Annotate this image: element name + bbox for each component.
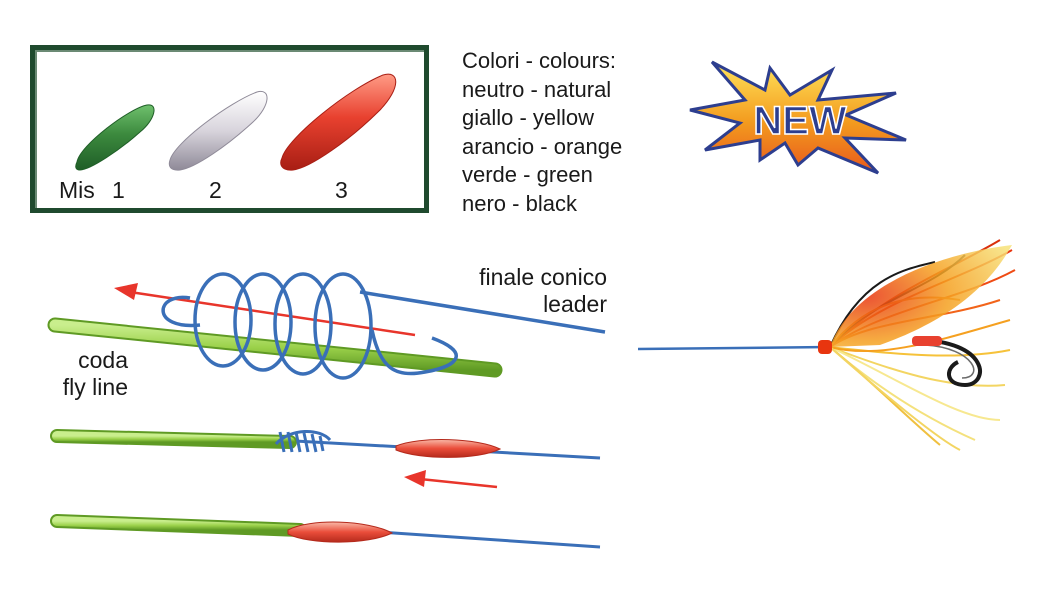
float-sizes-panel: Mis 1 2 3: [30, 45, 429, 213]
leader-label-line2: leader: [543, 291, 607, 317]
color-item-orange: arancio - orange: [462, 133, 623, 159]
direction-arrowhead-mid: [404, 470, 426, 487]
leader-line-top: [359, 290, 606, 334]
direction-arrowhead-top: [114, 283, 138, 300]
colors-legend: Colori - colours: neutro - natural giall…: [462, 47, 622, 218]
fly-tube-head: [818, 340, 832, 354]
knot-coils: [161, 272, 458, 380]
knot-wraps-mid: [274, 429, 332, 453]
float-mid: [395, 439, 502, 458]
color-item-black: nero - black: [462, 190, 577, 216]
leader-line-bottom: [379, 530, 601, 549]
float-bottom: [287, 521, 394, 543]
new-badge-text: NEW: [753, 99, 847, 143]
color-item-yellow: giallo - yellow: [462, 105, 595, 130]
knot-diagram: [47, 272, 606, 380]
float-size-1: [75, 104, 155, 171]
fly-hook: [914, 338, 982, 388]
fly-leader-line: [637, 345, 831, 351]
leader-label-line1: finale conico: [479, 264, 607, 290]
size-2-label: 2: [209, 177, 222, 203]
size-3-label: 3: [335, 177, 348, 203]
fly-wing: [830, 245, 1012, 347]
size-1-label: 1: [112, 177, 125, 203]
starburst-shape: [689, 60, 907, 175]
fly-tube-tail: [912, 336, 942, 346]
tube-fly-illustration: [637, 239, 1016, 451]
float-size-3: [280, 73, 397, 171]
size-prefix: Mis: [59, 177, 95, 203]
assembly-step-2: [50, 429, 601, 489]
float-size-2: [168, 90, 268, 171]
color-item-green: verde - green: [462, 162, 593, 187]
float-sizes-art: [75, 73, 397, 171]
color-item-natural: neutro - natural: [462, 76, 612, 102]
colors-legend-title: Colori - colours:: [462, 48, 617, 73]
direction-arrow-mid: [419, 477, 498, 489]
new-badge: NEW: [689, 60, 907, 175]
flyline-label-line1: coda: [78, 347, 128, 373]
flyline-label-line2: fly line: [62, 374, 128, 400]
assembly-step-3: [50, 514, 601, 549]
